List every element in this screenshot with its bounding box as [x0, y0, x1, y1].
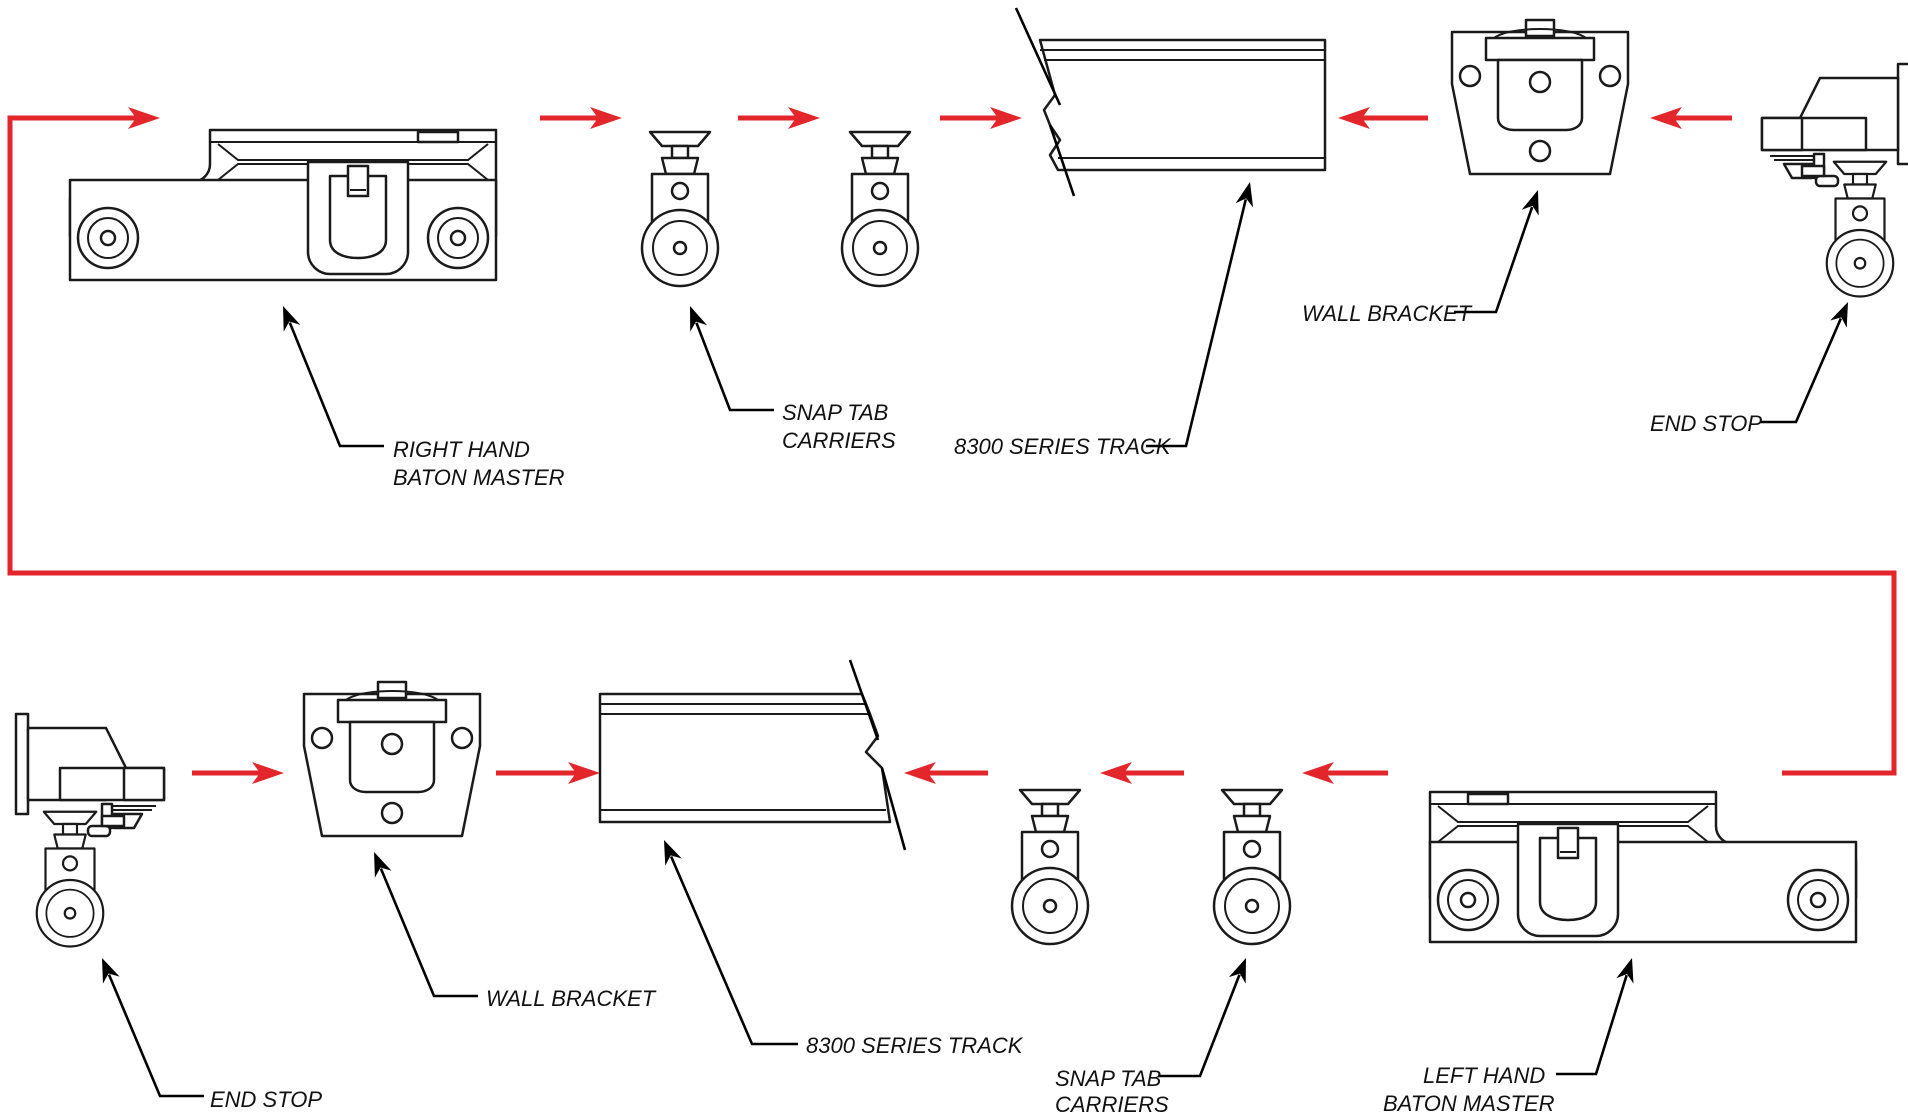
top-right-hand-baton-master: [68, 128, 498, 282]
label-bottom-snap-tab-carriers-line2: CARRIERS: [1055, 1092, 1169, 1114]
flow-arrow: [940, 107, 1022, 129]
leader-arrow: [1454, 190, 1539, 314]
label-right-hand-baton-master-line2: BATON MASTER: [393, 465, 565, 490]
top-snap-tab-carrier-1: [640, 130, 720, 288]
leader-arrow: [1158, 958, 1246, 1078]
leader-arrow: [374, 852, 478, 998]
flow-arrow: [738, 107, 820, 129]
bottom-snap-tab-carrier-1: [1010, 788, 1090, 946]
leader-arrow: [283, 306, 384, 448]
top-end-stop: [1760, 62, 1908, 298]
flow-arrow: [192, 762, 284, 784]
flow-arrow: [100, 107, 160, 129]
bottom-8300-series-track: [598, 659, 907, 851]
label-right-hand-baton-master-line1: RIGHT HAND: [393, 437, 530, 462]
label-bottom-track: 8300 SERIES TRACK: [806, 1033, 1024, 1058]
label-top-wall-bracket: WALL BRACKET: [1302, 301, 1473, 326]
flow-arrow: [1650, 107, 1732, 129]
bottom-snap-tab-carrier-2: [1212, 788, 1292, 946]
label-snap-tab-carriers-line1: SNAP TAB: [782, 400, 888, 425]
label-top-track: 8300 SERIES TRACK: [954, 434, 1172, 459]
label-bottom-snap-tab-carriers-line1: SNAP TAB: [1055, 1066, 1161, 1091]
top-wall-bracket: [1450, 18, 1630, 176]
bottom-end-stop: [14, 712, 166, 948]
flow-arrow-group: [100, 107, 1732, 784]
leader-arrow: [690, 306, 774, 412]
leader-arrow: [1556, 958, 1634, 1076]
leader-arrow: [664, 840, 798, 1046]
bottom-left-hand-baton-master: [1428, 790, 1858, 944]
label-snap-tab-carriers-line2: CARRIERS: [782, 428, 896, 453]
label-left-hand-baton-master-line2: BATON MASTER: [1383, 1091, 1555, 1114]
flow-arrow: [540, 107, 622, 129]
leader-lines: [102, 182, 1848, 1098]
bottom-wall-bracket: [302, 680, 482, 838]
top-8300-series-track: [1014, 7, 1327, 197]
top-snap-tab-carrier-2: [840, 130, 920, 288]
flow-arrow: [1100, 762, 1184, 784]
leader-arrow: [1760, 302, 1848, 424]
label-left-hand-baton-master-line1: LEFT HAND: [1423, 1063, 1545, 1088]
leader-arrow: [1146, 182, 1254, 448]
label-bottom-wall-bracket: WALL BRACKET: [486, 986, 657, 1011]
label-bottom-end-stop: END STOP: [210, 1087, 322, 1112]
flow-arrow: [1338, 107, 1428, 129]
flow-arrow: [1302, 762, 1388, 784]
leader-arrow: [102, 958, 204, 1098]
label-top-end-stop: END STOP: [1650, 411, 1762, 436]
flow-path: [7, 115, 1897, 776]
flow-arrow: [496, 762, 600, 784]
flow-arrow: [904, 762, 988, 784]
